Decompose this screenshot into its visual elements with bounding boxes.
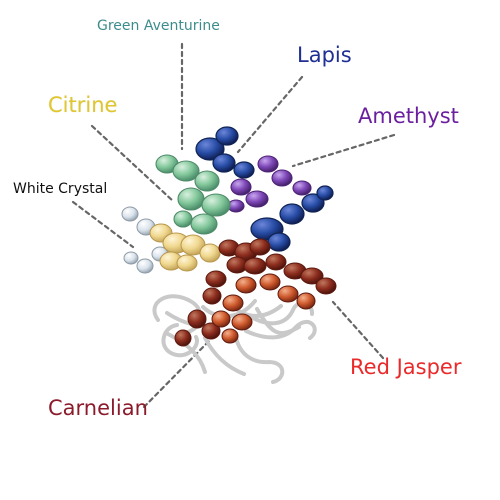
red-jasper-stone — [205, 270, 227, 288]
red-jasper-stone — [315, 277, 337, 295]
green-aventurine-stone — [177, 187, 205, 211]
lapis-stone — [233, 161, 255, 179]
wire-loop — [161, 323, 199, 358]
white-crystal-stones — [121, 206, 169, 274]
lapis-leader-line — [236, 75, 304, 154]
amethyst-leader-line — [291, 133, 396, 168]
green-aventurine-stone — [201, 193, 231, 217]
red-jasper-stone — [174, 329, 192, 347]
carnelian-stone — [211, 310, 231, 328]
white-crystal-label: White Crystal — [13, 181, 108, 197]
lapis-stone — [316, 185, 334, 201]
red-jasper-stone — [249, 238, 271, 256]
green-aventurine-stone — [194, 170, 220, 192]
carnelian-stone — [259, 273, 281, 291]
green-aventurine-stone — [190, 213, 218, 235]
amethyst-stone — [292, 180, 312, 196]
carnelian-stone — [222, 294, 244, 312]
amethyst-stone — [257, 155, 279, 173]
amethyst-stone — [230, 178, 252, 196]
citrine-leader-line — [90, 124, 175, 203]
green-aventurine-stone — [173, 210, 193, 228]
red-jasper-stone — [300, 267, 324, 285]
lapis-label: Lapis — [297, 43, 352, 67]
citrine-stone — [199, 243, 221, 263]
white-crystal-stone — [136, 258, 154, 274]
red-jasper-stone — [265, 253, 287, 271]
green-aventurine-stone — [172, 160, 200, 182]
lapis-stone — [215, 126, 239, 146]
red-jasper-stone — [202, 287, 222, 305]
green-aventurine-label: Green Aventurine — [97, 18, 220, 34]
lapis-stone — [279, 203, 305, 225]
red-jasper-stone — [201, 322, 221, 340]
lapis-stones — [195, 126, 334, 252]
lapis-stone — [195, 137, 225, 161]
citrine-label: Citrine — [48, 93, 118, 117]
lapis-stone — [267, 232, 291, 252]
red-jasper-stone — [187, 309, 207, 329]
citrine-stones — [149, 223, 221, 272]
green-aventurine-stones — [155, 154, 231, 235]
citrine-stone — [176, 254, 198, 272]
carnelian-stone — [231, 313, 253, 331]
carnelian-stone — [296, 292, 316, 310]
red-jasper-label: Red Jasper — [350, 355, 462, 379]
white-crystal-stone — [121, 206, 139, 222]
wire-loop — [255, 307, 301, 336]
wire-loop — [203, 336, 246, 376]
amethyst-stone — [245, 190, 269, 208]
carnelian-label: Carnelian — [48, 396, 148, 420]
carnelian-stone — [221, 328, 239, 344]
white-crystal-leader-line — [71, 200, 135, 249]
carnelian-stone — [277, 285, 299, 303]
amethyst-stones — [227, 155, 312, 213]
lapis-stone — [301, 193, 325, 213]
red-jasper-leader-line — [331, 300, 385, 360]
wire-loop — [234, 336, 285, 384]
white-crystal-stone — [123, 251, 139, 265]
amethyst-label: Amethyst — [358, 104, 459, 128]
red-stones — [174, 238, 337, 347]
carnelian-leader-line — [142, 338, 212, 409]
wire-loop — [244, 319, 317, 340]
red-jasper-stone — [243, 257, 267, 275]
lapis-stone — [212, 153, 236, 173]
amethyst-stone — [271, 169, 293, 187]
carnelian-stone — [235, 276, 257, 294]
